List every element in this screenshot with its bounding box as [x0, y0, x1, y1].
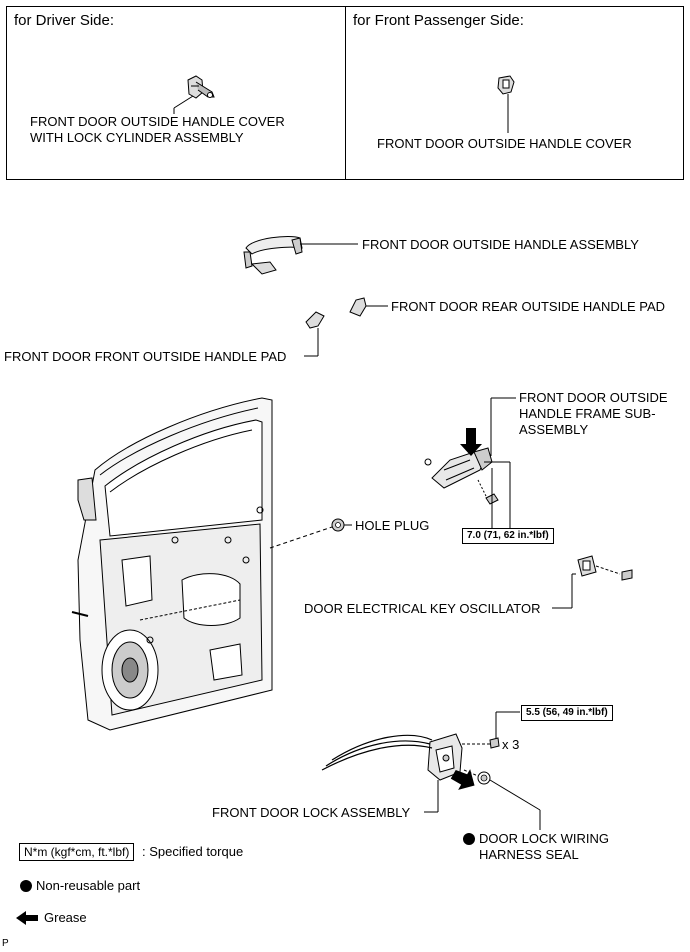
- lock-screw: [489, 737, 500, 749]
- oscillator-bolt: [621, 569, 633, 581]
- legend-torque-desc: : Specified torque: [142, 844, 244, 859]
- key-oscillator-label: DOOR ELECTRICAL KEY OSCILLATOR: [304, 601, 541, 616]
- key-oscillator-part: [577, 555, 597, 577]
- wiring-seal-label-line1: DOOR LOCK WIRING: [479, 831, 610, 846]
- driver-part-label-line2: WITH LOCK CYLINDER ASSEMBLY: [30, 130, 244, 145]
- outside-handle-assembly: [243, 235, 303, 275]
- lock-assembly-label: FRONT DOOR LOCK ASSEMBLY: [212, 805, 411, 820]
- frame-label-line1: FRONT DOOR OUTSIDE: [519, 390, 668, 405]
- frame-grease-arrow: [460, 428, 482, 456]
- legend-grease-label: Grease: [44, 910, 87, 925]
- driver-side-heading: for Driver Side:: [14, 12, 115, 29]
- legend-grease-arrow: [16, 911, 38, 925]
- frame-torque-box: 7.0 (71, 62 in.*lbf): [462, 528, 554, 544]
- frame-label-line3: ASSEMBLY: [519, 422, 589, 437]
- legend-torque-box: N*m (kgf*cm, ft.*lbf): [19, 843, 135, 861]
- frame-label-line2: HANDLE FRAME SUB-: [519, 406, 656, 421]
- lock-grease-arrow: [450, 769, 475, 790]
- legend-non-reusable-label: Non-reusable part: [36, 878, 141, 893]
- passenger-side-panel: [345, 6, 684, 180]
- handle-cover-with-lock-cylinder: [187, 75, 215, 99]
- seal-non-reusable-dot: [463, 833, 475, 845]
- handle-cover-passenger: [497, 75, 515, 95]
- lock-cables: [321, 734, 433, 771]
- legend-non-reusable-dot: [20, 880, 32, 892]
- wiring-harness-seal: [477, 771, 491, 785]
- driver-side-panel: [6, 6, 346, 180]
- passenger-part-label: FRONT DOOR OUTSIDE HANDLE COVER: [377, 136, 632, 151]
- front-handle-pad: [305, 311, 325, 329]
- lock-torque-box: 5.5 (56, 49 in.*lbf): [521, 705, 613, 721]
- rear-pad-label: FRONT DOOR REAR OUTSIDE HANDLE PAD: [391, 299, 665, 314]
- lock-assembly-part: [427, 733, 463, 781]
- front-pad-label: FRONT DOOR FRONT OUTSIDE HANDLE PAD: [4, 349, 287, 364]
- handle-assembly-label: FRONT DOOR OUTSIDE HANDLE ASSEMBLY: [362, 237, 639, 252]
- hole-plug: [331, 518, 345, 532]
- driver-part-label-line1: FRONT DOOR OUTSIDE HANDLE COVER: [30, 114, 285, 129]
- passenger-side-heading: for Front Passenger Side:: [353, 12, 524, 29]
- door-panel: [71, 397, 273, 731]
- footer-code: P: [2, 938, 9, 949]
- wiring-seal-label-line2: HARNESS SEAL: [479, 847, 579, 862]
- handle-frame-sub-assembly: [424, 447, 499, 505]
- screw-quantity: x 3: [502, 737, 520, 752]
- hole-plug-label: HOLE PLUG: [355, 518, 430, 533]
- rear-handle-pad: [349, 297, 367, 317]
